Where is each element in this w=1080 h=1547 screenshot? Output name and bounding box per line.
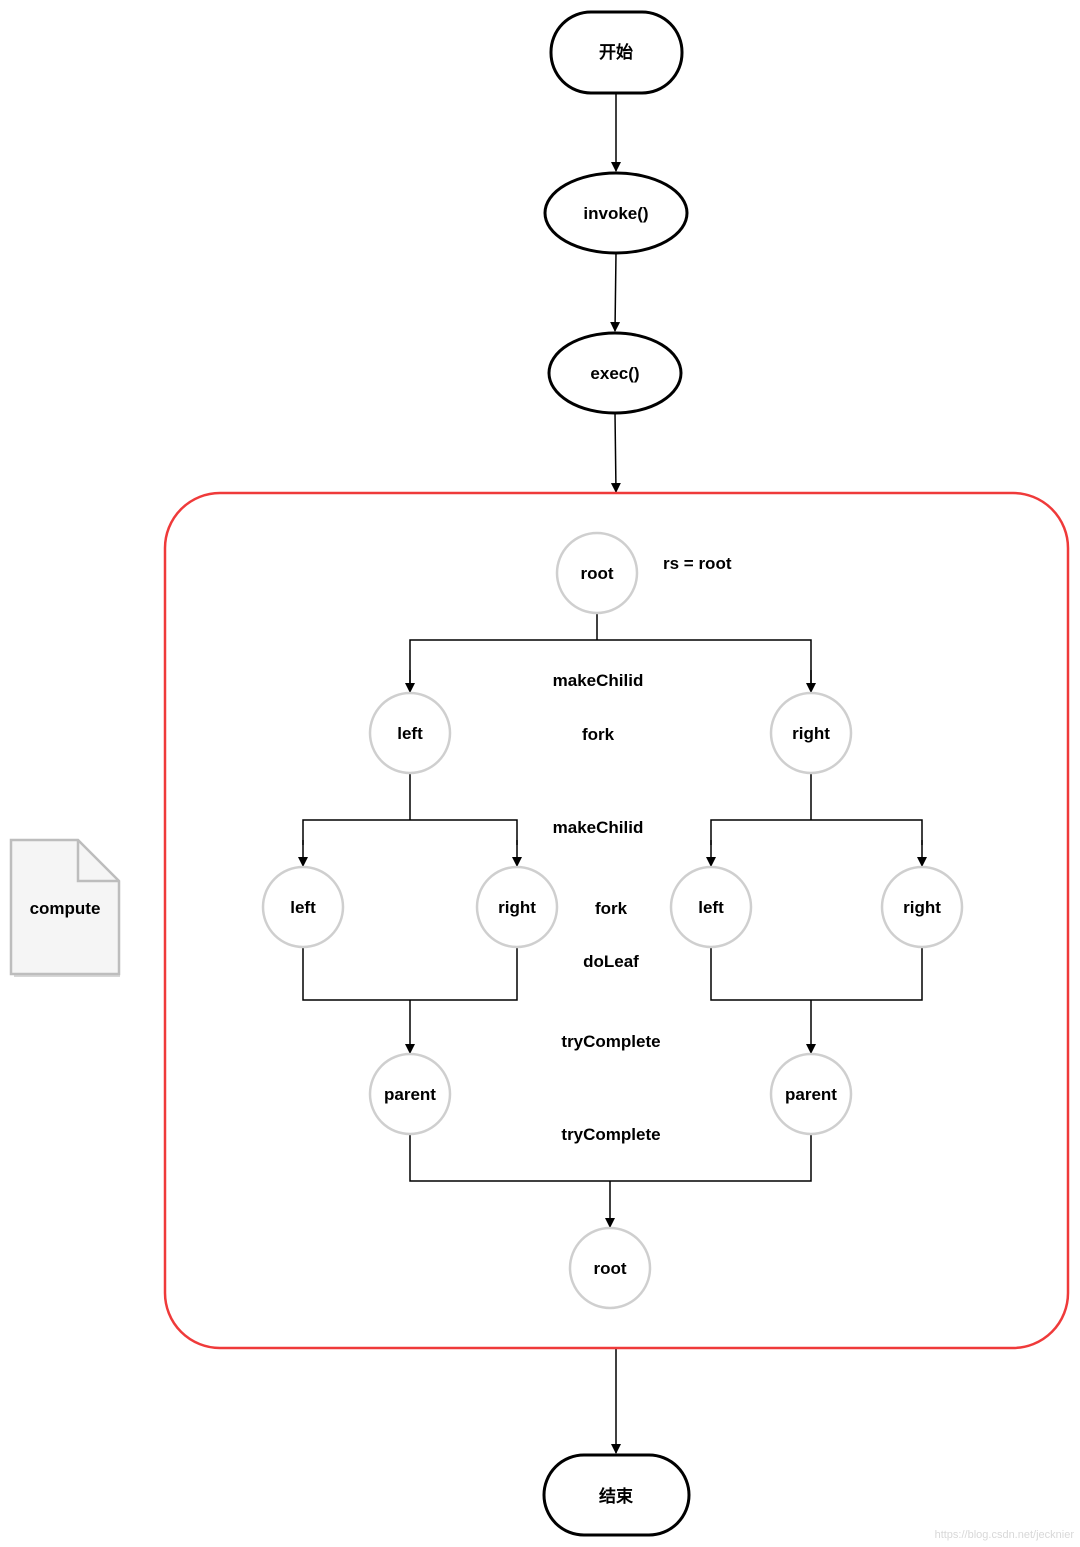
makechild-label-2: makeChilid	[553, 818, 644, 837]
connector-left1-children	[302, 819, 518, 845]
connector-leaves-b-join	[710, 947, 923, 1001]
trycomplete-label-2: tryComplete	[561, 1125, 660, 1144]
fork-label-2: fork	[595, 899, 628, 918]
node-left-2b-label: left	[698, 898, 724, 917]
invoke-node[interactable]: invoke()	[543, 171, 689, 255]
node-right-2b-label: right	[903, 898, 941, 917]
makechild-label-1: makeChilid	[553, 671, 644, 690]
connector-invoke-exec	[610, 252, 621, 332]
rs-root-label: rs = root	[663, 554, 732, 573]
node-left-2a[interactable]: left	[261, 865, 345, 949]
connector-right1-children	[710, 819, 923, 845]
node-left-2a-label: left	[290, 898, 316, 917]
node-parent-a[interactable]: parent	[368, 1052, 452, 1136]
compute-note-label: compute	[30, 899, 101, 918]
exec-node[interactable]: exec()	[547, 331, 683, 415]
node-right-1-label: right	[792, 724, 830, 743]
fork-label-1: fork	[582, 725, 615, 744]
node-root-top-label: root	[580, 564, 613, 583]
start-label: 开始	[599, 42, 633, 62]
node-right-1[interactable]: right	[769, 691, 853, 775]
doleaf-label: doLeaf	[583, 952, 639, 971]
watermark-text: https://blog.csdn.net/jecknier	[935, 1529, 1075, 1541]
node-left-2b[interactable]: left	[669, 865, 753, 949]
node-right-2b[interactable]: right	[880, 865, 964, 949]
node-left-1-label: left	[397, 724, 423, 743]
node-parent-b-label: parent	[785, 1085, 837, 1104]
connector-root-children	[409, 639, 812, 690]
connector-leaves-a-join	[302, 947, 518, 1001]
node-right-2a[interactable]: right	[475, 865, 559, 949]
node-right-2a-label: right	[498, 898, 536, 917]
end-label: 结束	[599, 1486, 633, 1506]
start-node[interactable]: 开始	[549, 10, 684, 95]
node-left-1[interactable]: left	[368, 691, 452, 775]
exec-label: exec()	[590, 364, 639, 383]
compute-note: compute	[9, 838, 121, 977]
connector-exec-container	[610, 412, 621, 493]
node-root-bottom-label: root	[593, 1259, 626, 1278]
node-parent-a-label: parent	[384, 1085, 436, 1104]
trycomplete-label-1: tryComplete	[561, 1032, 660, 1051]
end-node[interactable]: 结束	[542, 1453, 691, 1537]
node-root-top[interactable]: root	[555, 531, 639, 615]
invoke-label: invoke()	[583, 204, 648, 223]
node-parent-b[interactable]: parent	[769, 1052, 853, 1136]
compute-container	[163, 491, 1070, 1350]
node-root-bottom[interactable]: root	[568, 1226, 652, 1310]
